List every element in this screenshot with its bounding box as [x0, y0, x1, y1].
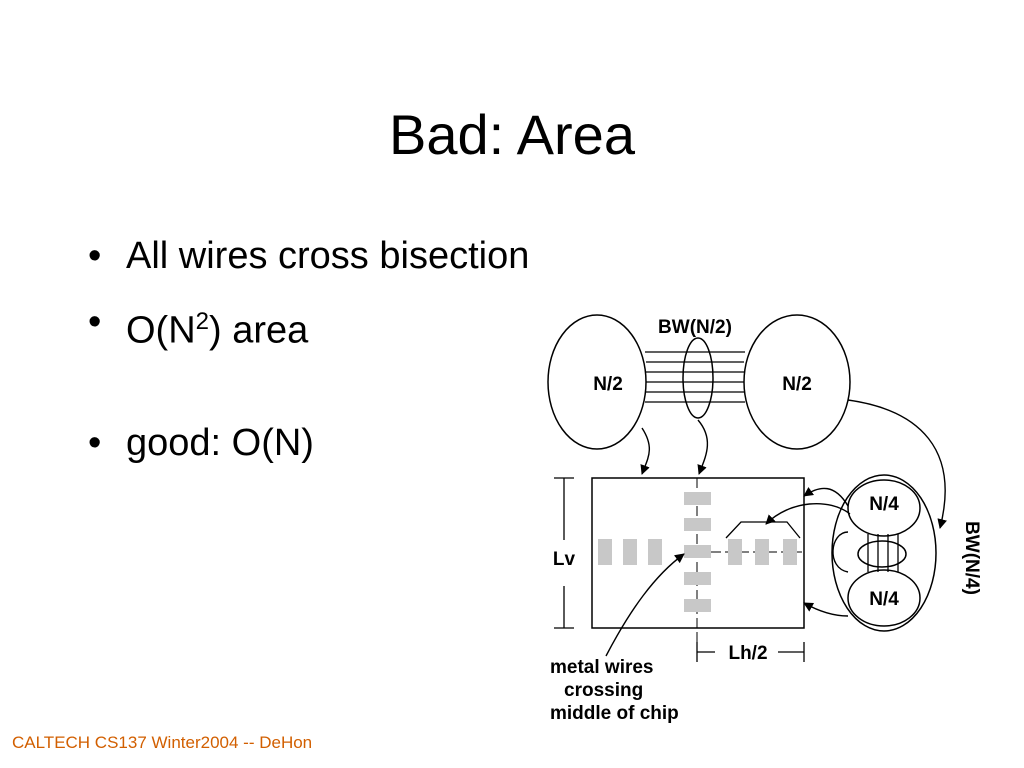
- arrow-left-to-chip: [640, 427, 650, 475]
- arrow-bundle-to-chip: [697, 419, 709, 475]
- outer-quarter-ellipse: [831, 474, 937, 632]
- horizontal-wire-segments: [598, 539, 797, 565]
- bullet-text-1: All wires cross bisection: [126, 235, 530, 277]
- bottom-quarter-label: N/4: [869, 589, 899, 610]
- bundle-ellipse: [682, 337, 714, 419]
- arrow-top-quarter-to-bracket: [765, 502, 851, 525]
- top-quarter-ellipse: [847, 479, 921, 537]
- arrow-caption-to-wires: [605, 553, 685, 657]
- sub-bracket: [725, 521, 801, 539]
- lv-label: Lv: [553, 549, 576, 570]
- quarter-bundle-ellipse: [857, 540, 907, 568]
- caption-line-1: metal wires: [550, 657, 654, 678]
- arrow-bottom-quarter-to-chip: [803, 602, 849, 617]
- top-quarter-label: N/4: [869, 494, 899, 515]
- bw-top-label: BW(N/2): [658, 317, 732, 338]
- arrow-top-quarter-to-chip: [803, 486, 849, 507]
- bw-side-label: BW(N/4): [961, 521, 982, 595]
- slide-title: Bad: Area: [389, 103, 635, 166]
- caption-line-2: crossing: [564, 680, 643, 701]
- arrow-right-to-quarters: [847, 399, 947, 529]
- bullet-list: All wires cross bisection O(N2) area goo…: [84, 230, 529, 469]
- bullet-item-1: All wires cross bisection: [84, 230, 529, 282]
- left-node-label: N/2: [593, 374, 623, 395]
- area-diagram: BW(N/2) N/2 N/2 Lv Lh/2: [547, 314, 982, 724]
- lh-dimension: [696, 642, 805, 662]
- vertical-wire-segments: [684, 492, 711, 612]
- bottom-quarter-ellipse: [847, 569, 921, 627]
- chip-rectangle: [591, 477, 805, 629]
- footer-credit: CALTECH CS137 Winter2004 -- DeHon: [12, 733, 313, 752]
- right-node-label: N/2: [782, 374, 812, 395]
- lv-dimension: [554, 477, 574, 629]
- bisection-wire-bundle: [645, 351, 745, 403]
- quarter-wire-bundle: [867, 534, 899, 572]
- bullet-text-2-post: ) area: [209, 309, 309, 352]
- lh-label: Lh/2: [728, 643, 767, 664]
- caption-line-3: middle of chip: [550, 703, 679, 724]
- bullet-text-2-pre: O(N: [126, 309, 196, 352]
- bullet-text-3: good: O(N): [126, 421, 314, 464]
- arrows: [605, 399, 947, 657]
- arrow-left-quarter-curve: [832, 531, 849, 573]
- bullet-item-2: O(N2) area: [84, 296, 529, 357]
- bullet-text-2-sup: 2: [195, 308, 210, 335]
- bullet-item-3: good: O(N): [84, 417, 529, 469]
